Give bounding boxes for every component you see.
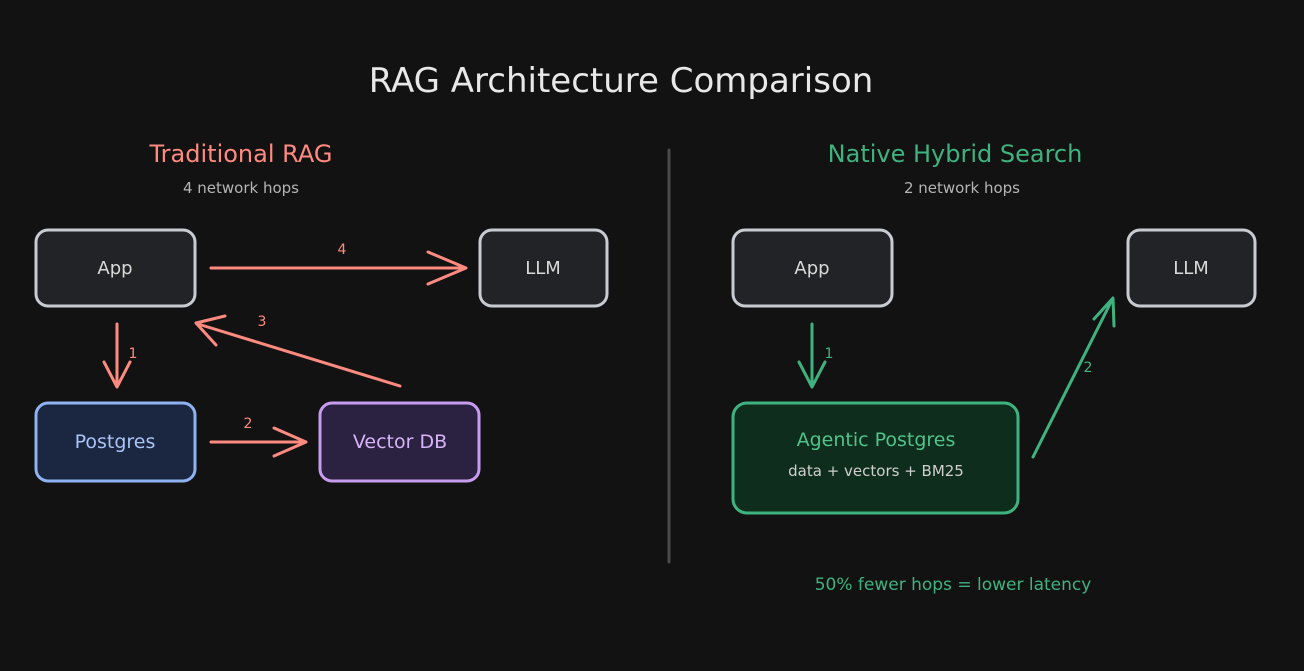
hybrid-agentic-postgres-detail: data + vectors + BM25 [788,462,964,480]
hybrid-heading: Native Hybrid Search [828,140,1083,168]
hybrid-app-node[interactable]: App [731,228,894,308]
traditional-subheading: 4 network hops [183,179,299,197]
traditional-vector-db-label: Vector DB [353,431,447,453]
edge-hybrid-app-to-agentic-label: 1 [825,346,834,362]
edge-app-to-postgres [102,322,132,389]
traditional-vector-db-node[interactable]: Vector DB [318,401,481,483]
edge-hybrid-app-to-agentic [797,322,827,389]
edge-postgres-to-vector-db [209,426,308,458]
hybrid-llm-node[interactable]: LLM [1126,228,1257,308]
diagram-title: RAG Architecture Comparison [369,61,874,101]
hybrid-subheading: 2 network hops [904,179,1020,197]
traditional-app-label: App [97,258,132,279]
edge-vector-db-to-app [194,314,402,388]
hybrid-app-label: App [794,258,829,279]
edge-hybrid-agentic-to-llm [1031,296,1116,459]
traditional-llm-node[interactable]: LLM [478,228,609,308]
traditional-postgres-node[interactable]: Postgres [34,401,197,483]
edge-postgres-to-vector-db-label: 2 [244,416,253,432]
hybrid-llm-label: LLM [1173,258,1209,279]
edge-vector-db-to-app-label: 3 [258,314,267,330]
hybrid-footer-note: 50% fewer hops = lower latency [815,575,1092,595]
traditional-section: Traditional RAG 4 network hops App LLM P… [34,140,609,483]
traditional-llm-label: LLM [525,258,561,279]
edge-hybrid-agentic-to-llm-label: 2 [1084,360,1093,376]
traditional-postgres-label: Postgres [75,431,156,453]
traditional-app-node[interactable]: App [34,228,197,308]
hybrid-agentic-postgres-node[interactable]: Agentic Postgres data + vectors + BM25 [731,401,1020,515]
edge-app-to-llm-label: 4 [338,242,347,258]
hybrid-section: Native Hybrid Search 2 network hops App … [731,140,1257,595]
traditional-heading: Traditional RAG [149,140,333,168]
hybrid-agentic-postgres-label: Agentic Postgres [797,429,956,451]
edge-app-to-llm [209,250,468,286]
edge-app-to-postgres-label: 1 [129,346,138,362]
